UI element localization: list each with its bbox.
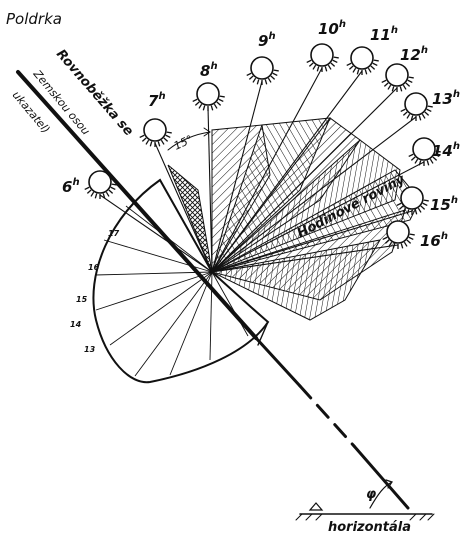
hour-planes bbox=[167, 117, 421, 321]
hour-ray bbox=[211, 70, 363, 273]
angle-marker bbox=[167, 127, 211, 151]
hour-label: 8h bbox=[200, 61, 218, 80]
hour-ray bbox=[211, 87, 398, 273]
hour-label: 16h bbox=[420, 231, 448, 250]
hour-label: 11h bbox=[370, 25, 398, 44]
hour-ray bbox=[211, 210, 413, 273]
hour-ray bbox=[211, 244, 399, 273]
hour-label: 14h bbox=[432, 141, 460, 160]
dial-mark-16: 16 bbox=[88, 263, 100, 272]
axis-label-line3: ukazatel) bbox=[10, 89, 53, 136]
horizon-label: horizontála bbox=[328, 520, 411, 535]
hour-ray bbox=[207, 106, 213, 273]
gnomon bbox=[16, 70, 410, 510]
hour-label: 7h bbox=[148, 91, 166, 110]
dial-mark-14: 14 bbox=[70, 320, 82, 329]
hour-ray bbox=[154, 142, 213, 273]
sun-icon bbox=[306, 43, 339, 72]
dial-hour-line bbox=[94, 271, 213, 276]
dial-hour-line bbox=[109, 271, 213, 346]
dial-hour-line bbox=[159, 179, 213, 273]
horizon bbox=[295, 479, 435, 521]
hour-ray bbox=[211, 80, 263, 273]
hour-ray bbox=[211, 67, 323, 273]
hour-ray bbox=[211, 161, 425, 273]
angle-label: 15° bbox=[172, 133, 195, 153]
sun-icon bbox=[192, 82, 225, 111]
sun-icon bbox=[381, 63, 414, 92]
sun-icon bbox=[408, 137, 441, 166]
sun-icon bbox=[400, 92, 433, 121]
hour-ray bbox=[99, 194, 213, 273]
sun-icon bbox=[346, 46, 379, 75]
phi-label: φ bbox=[366, 487, 376, 502]
hour-label: 12h bbox=[400, 45, 428, 64]
dial-hour-line bbox=[134, 271, 213, 377]
hour-label: 15h bbox=[430, 195, 458, 214]
sun-icon bbox=[139, 118, 172, 147]
hour-label: 6h bbox=[62, 177, 80, 196]
hour-label: 13h bbox=[432, 89, 460, 108]
title: Poldrka bbox=[6, 10, 62, 28]
hour-ray bbox=[211, 116, 417, 273]
sun-icon bbox=[382, 220, 415, 249]
sun-icon bbox=[396, 186, 429, 215]
dial-hour-line bbox=[169, 271, 213, 376]
dial-mark-15: 15 bbox=[76, 295, 88, 304]
dial-hour-line bbox=[95, 271, 213, 311]
hour-label: 9h bbox=[258, 31, 276, 50]
sun-icon bbox=[84, 170, 117, 199]
hour-label: 10h bbox=[318, 19, 346, 38]
dial-mark-17: 17 bbox=[108, 229, 120, 238]
sun-icon bbox=[246, 56, 279, 85]
dial-mark-13: 13 bbox=[84, 345, 96, 354]
